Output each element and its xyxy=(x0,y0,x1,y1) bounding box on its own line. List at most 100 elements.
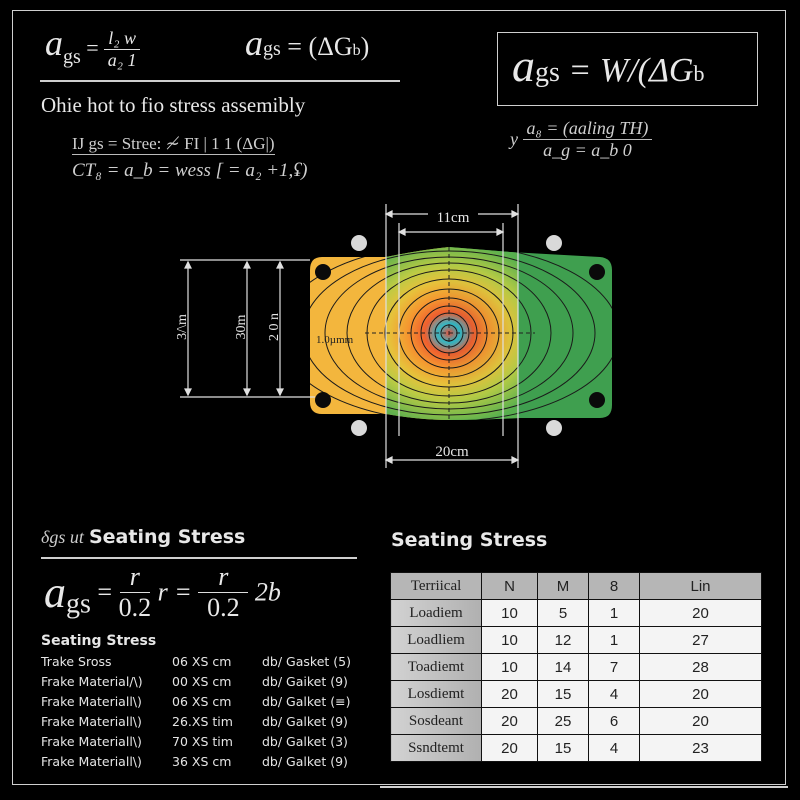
row-label: Loadliem xyxy=(390,626,482,654)
table-cell: 10 xyxy=(481,626,538,654)
numerator: r xyxy=(198,562,249,593)
column-header: M xyxy=(537,572,589,600)
table-cell: 12 xyxy=(537,626,589,654)
table-cell: 25 xyxy=(537,707,589,735)
list-item-unit: db/ Galket (3) xyxy=(262,734,348,749)
divider xyxy=(41,557,357,559)
formula-rhs-subscript: b xyxy=(352,42,361,59)
table-cell: 10 xyxy=(481,653,538,681)
divider xyxy=(40,80,400,82)
table-cell: 4 xyxy=(588,680,640,708)
bolt-marker xyxy=(546,235,562,251)
row-label: Ssndtemt xyxy=(390,734,482,762)
formula-symbol: a xyxy=(512,40,535,91)
table-heading: Seating Stress xyxy=(391,529,548,551)
column-header: N xyxy=(481,572,538,600)
outer-frame xyxy=(12,10,786,785)
stress-diagram: 11cm 20cm 3/\m 30m 2 0 n 1.0µmm xyxy=(175,204,612,468)
list-title: Seating Stress xyxy=(41,633,157,649)
heading-text: Seating Stress xyxy=(88,526,246,548)
dim-left-inner-label: 2 0 n xyxy=(267,313,282,341)
heading-prefix: δgs ut xyxy=(41,527,84,547)
dimension-lines xyxy=(180,204,520,468)
table-cell: 15 xyxy=(537,680,589,708)
table-cell: 20 xyxy=(481,707,538,735)
list-item-value: 70 XS tim xyxy=(172,734,233,749)
table-cell: 4 xyxy=(588,734,640,762)
column-header: Lin xyxy=(639,572,762,600)
gasket-pad xyxy=(310,247,612,420)
table-cell: 23 xyxy=(639,734,762,762)
bolt-marker xyxy=(351,235,367,251)
row-label: Toadiemt xyxy=(390,653,482,681)
table-cell: 1 xyxy=(588,599,640,627)
list-item-value: 36 XS cm xyxy=(172,754,232,769)
formula-subscript: gs xyxy=(63,46,81,68)
formula-close: ) xyxy=(360,32,370,61)
formula-subscript: gs xyxy=(263,38,281,60)
bottom-left-heading: δgs ut Seating Stress xyxy=(41,526,245,548)
table-cell: 1 xyxy=(588,626,640,654)
numerator: r xyxy=(119,562,150,593)
table-cell: 27 xyxy=(639,626,762,654)
dim-left-mid-label: 30m xyxy=(234,314,249,339)
table-cell: 20 xyxy=(639,599,762,627)
bolt-hole xyxy=(589,264,605,280)
formula-subscript: gs xyxy=(535,57,560,88)
list-item-name: Frake Materiall\) xyxy=(41,734,142,749)
formula-rhs: = (ΔG xyxy=(287,32,353,61)
list-item-value: 06 XS cm xyxy=(172,654,232,669)
denominator: a_g = a_b 0 xyxy=(543,140,632,160)
list-item-name: Frake Materiall\) xyxy=(41,694,142,709)
list-item-unit: db/ Galket (≡) xyxy=(262,694,351,709)
column-header: Terriical xyxy=(390,572,482,600)
table-cell: 7 xyxy=(588,653,640,681)
formula-rhs-subscript: b xyxy=(693,61,705,86)
table-cell: 14 xyxy=(537,653,589,681)
list-item-unit: db/ Galket (9) xyxy=(262,754,348,769)
bolt-holes xyxy=(315,264,605,408)
bolt-markers xyxy=(351,235,562,436)
formula-line-1: IJ gs = Stree: ≁ FI | 1 1 (ΔG|) xyxy=(72,134,275,155)
denominator: 0.2 xyxy=(207,593,240,622)
list-item-value: 06 XS cm xyxy=(172,694,232,709)
column-header: 8 xyxy=(588,572,640,600)
table-cell: 20 xyxy=(639,680,762,708)
equals: = xyxy=(86,35,99,60)
bolt-hole xyxy=(315,392,331,408)
boxed-formula: ags = W/(ΔGb xyxy=(497,32,758,106)
formula-prefix: y xyxy=(510,129,518,149)
list-item-unit: db/ Gaiket (9) xyxy=(262,674,348,689)
list-item-unit: db/ Gasket (5) xyxy=(262,654,351,669)
bottom-divider xyxy=(380,786,788,788)
formula-tail: 2b xyxy=(254,577,281,607)
table-header-row: Terriical N M 8 Lin xyxy=(390,572,762,600)
table-cell: 20 xyxy=(639,707,762,735)
formula-middle: r = xyxy=(157,577,192,607)
formula-symbol: a xyxy=(44,568,66,617)
formula-symbol: a xyxy=(245,23,263,63)
list-item-value: 26.XS tim xyxy=(172,714,233,729)
list-item-name: Trake Sross xyxy=(41,654,112,669)
formula-2: ags = (ΔGb) xyxy=(245,22,369,64)
row-label: Sosdeant xyxy=(390,707,482,735)
bolt-marker xyxy=(351,420,367,436)
bolt-hole xyxy=(589,392,605,408)
dim-left-outer-label: 3/\m xyxy=(175,314,190,340)
list-item-name: Frake Materiall\) xyxy=(41,754,142,769)
formula-rhs: = W/(ΔG xyxy=(568,52,694,89)
row-label: Loadiem xyxy=(390,599,482,627)
subtitle: Ohie hot to fio stress assemibly xyxy=(41,93,306,117)
numerator: a₈ = (aaling TH) xyxy=(522,118,653,140)
stress-heat-region xyxy=(386,247,518,420)
